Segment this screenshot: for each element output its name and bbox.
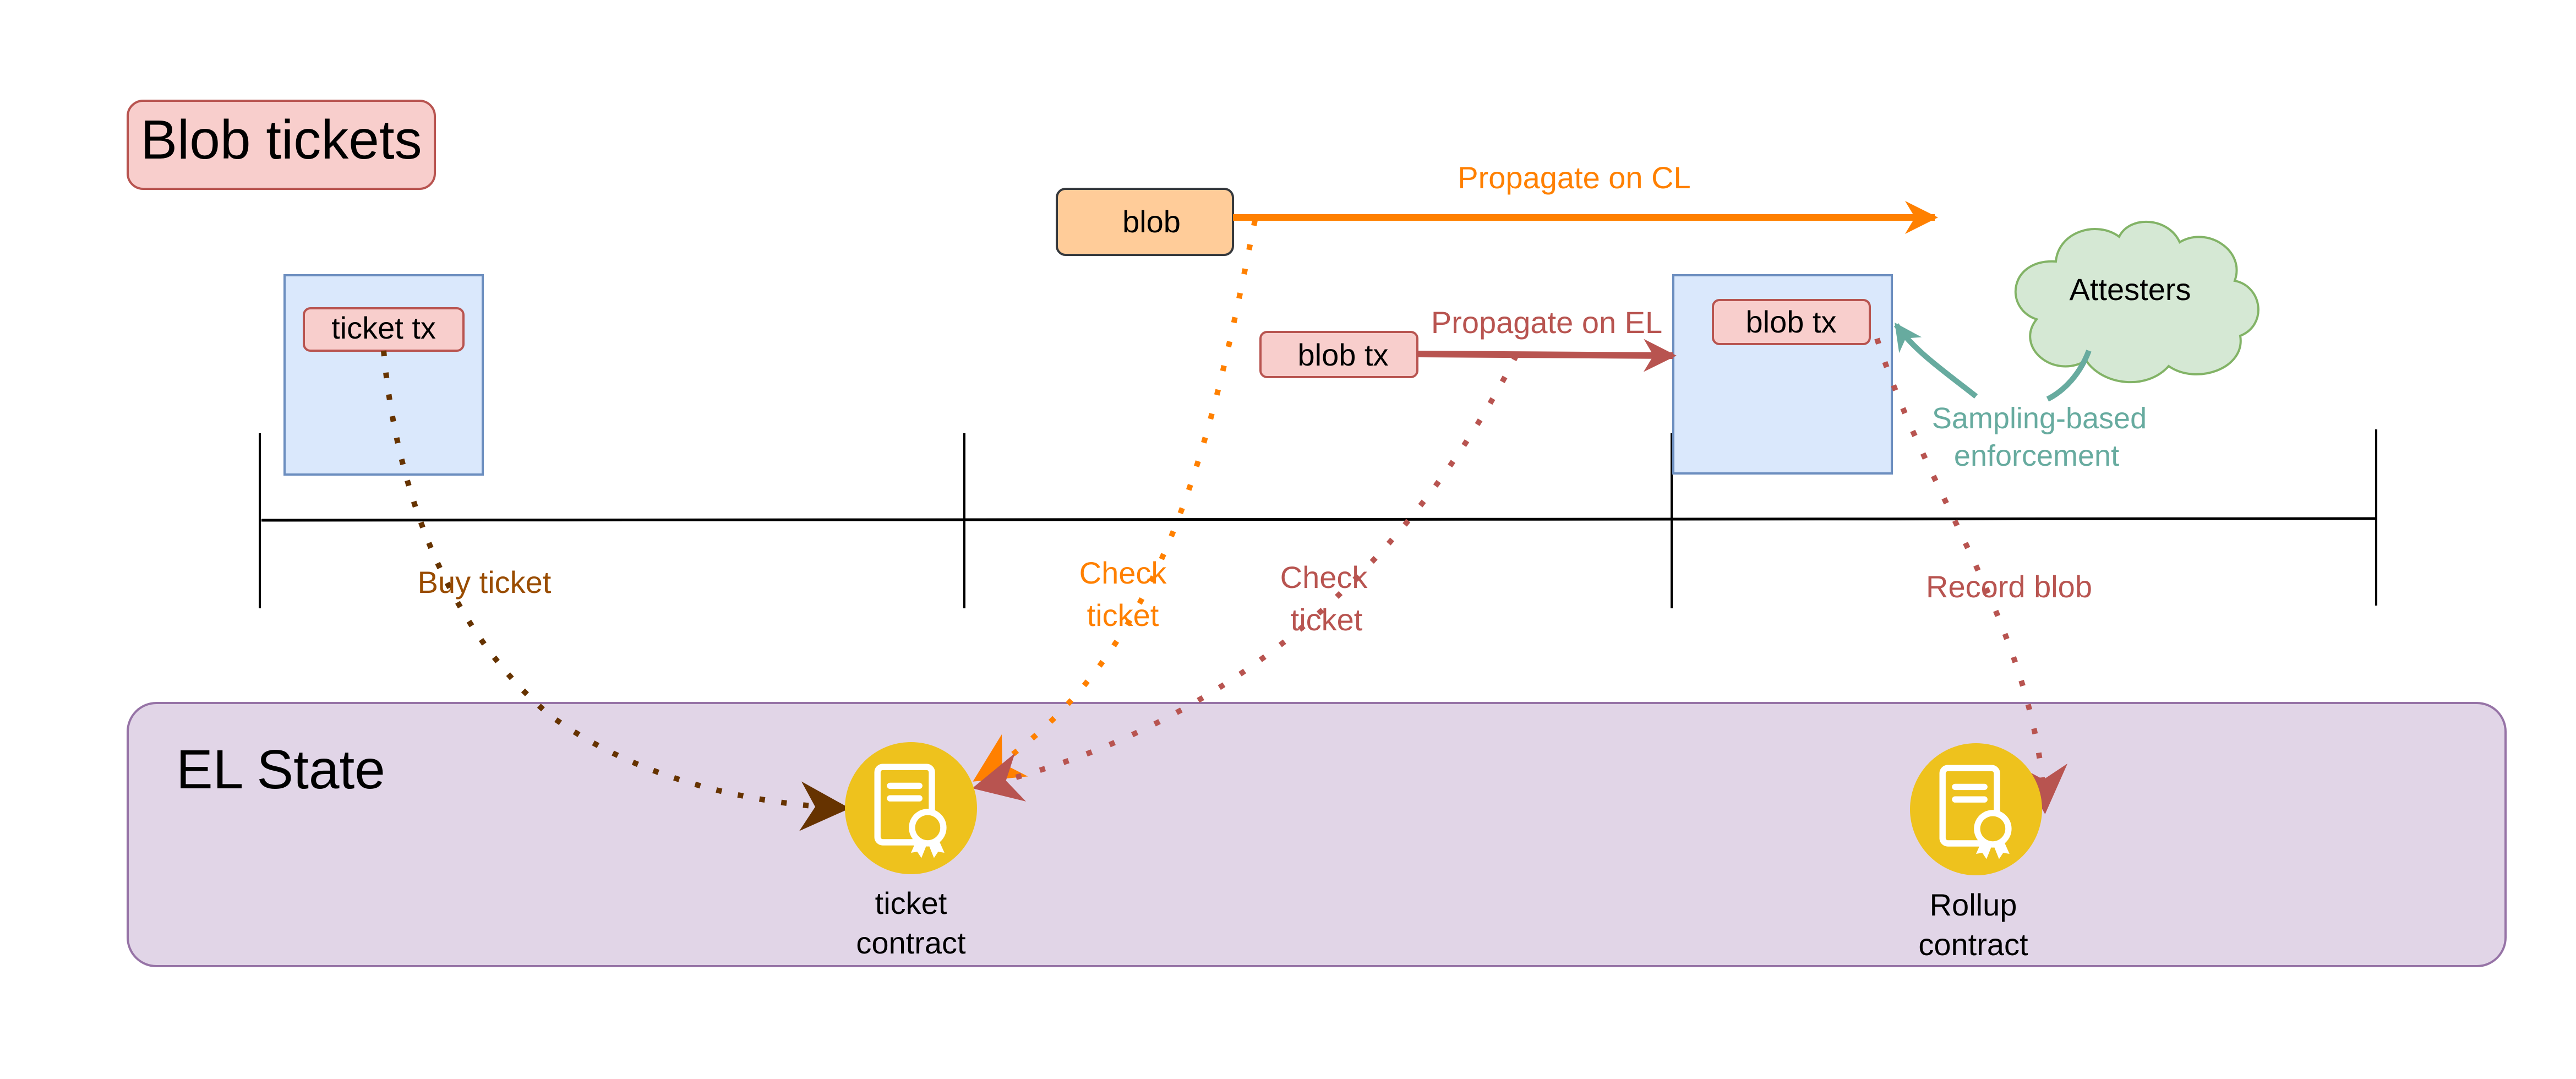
ticket-contract[interactable]: ticket contract	[845, 742, 977, 960]
propagate-el-label: Propagate on EL	[1431, 305, 1662, 340]
edge-propagate-el: Propagate on EL	[1417, 305, 1677, 372]
attesters-cloud[interactable]: Attesters	[2014, 220, 2260, 384]
el-state-label: EL State	[176, 739, 385, 800]
timeline-axis	[261, 517, 2377, 522]
block-slot-3[interactable]: blob tx	[1672, 274, 1893, 475]
slot-timeline	[259, 429, 2377, 608]
block-slot-1[interactable]: ticket tx	[283, 274, 484, 476]
record-blob-label: Record blob	[1926, 569, 2092, 604]
rollup-contract-label-line2: contract	[1918, 927, 2028, 962]
blob-tx-included-node[interactable]: blob tx	[1712, 299, 1871, 345]
edge-propagate-cl: Propagate on CL	[1233, 160, 1938, 234]
rollup-contract-label-line1: Rollup	[1930, 887, 2017, 922]
blob-label: blob	[1122, 204, 1181, 239]
check-ticket-el-line1: Check	[1280, 560, 1368, 595]
sampling-label-line2: enforcement	[1954, 439, 2119, 472]
rollup-contract[interactable]: Rollup contract	[1910, 743, 2042, 962]
el-state-panel: EL State	[127, 702, 2507, 967]
propagate-cl-label: Propagate on CL	[1458, 160, 1690, 195]
edge-check-ticket-cl: Check ticket	[973, 220, 1258, 782]
diagram-title: Blob tickets	[127, 100, 436, 190]
check-ticket-cl-line1: Check	[1079, 555, 1167, 590]
blob-tx-pending-label: blob tx	[1298, 337, 1389, 372]
attesters-label: Attesters	[2070, 272, 2191, 307]
edge-sampling-enforcement: Sampling-based enforcement	[1893, 322, 2147, 472]
title-text: Blob tickets	[140, 109, 422, 171]
blob-node[interactable]: blob	[1056, 188, 1234, 256]
edge-record-blob: Record blob	[1874, 337, 2092, 814]
edge-check-ticket-el: Check ticket	[972, 353, 1519, 802]
sampling-label-line1: Sampling-based	[1932, 402, 2147, 435]
ticket-contract-circle	[845, 742, 977, 874]
blob-tx-pending-node[interactable]: blob tx	[1259, 331, 1418, 378]
ticket-tx-node[interactable]: ticket tx	[303, 307, 465, 352]
ticket-contract-label-line1: ticket	[875, 886, 947, 920]
buy-ticket-label: Buy ticket	[418, 565, 552, 600]
rollup-contract-circle	[1910, 743, 2042, 875]
check-ticket-el-line2: ticket	[1291, 602, 1363, 637]
ticket-tx-label: ticket tx	[331, 310, 436, 345]
check-ticket-cl-line2: ticket	[1087, 598, 1159, 633]
ticket-contract-label-line2: contract	[856, 925, 966, 960]
blob-tx-included-label: blob tx	[1746, 304, 1837, 339]
edge-buy-ticket: Buy ticket	[381, 350, 850, 831]
